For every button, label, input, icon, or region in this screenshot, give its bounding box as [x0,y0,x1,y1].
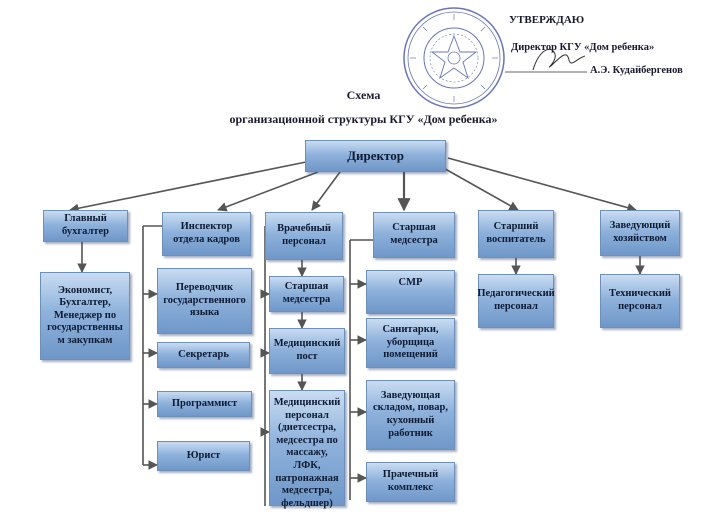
arrow-director-medical [311,171,341,211]
arrow-director-hr [217,171,319,212]
box-programmer: Программист [157,391,252,417]
box-translator: Переводчик государственного языка [157,268,252,334]
official-seal [403,7,505,109]
box-chief-accountant: Главный бухгалтер [43,210,128,242]
box-director: Директор [305,140,446,172]
box-senior-educator: Старший воспитатель [478,210,554,258]
box-medical-staff: Врачебный персонал [265,212,343,260]
box-head-nurse-a: Старшая медсестра [269,276,344,312]
approval-position: Директор КГУ «Дом ребенка» [511,42,655,53]
box-orderlies: Санитарки, уборщица помещений [366,318,455,368]
box-pedagogical: Педагогический персонал [477,274,555,328]
box-smr: СМР [366,270,455,314]
box-medical-post: Медицинский пост [269,328,345,374]
box-lawyer: Юрист [157,441,250,471]
arrow-director-housekeeping [447,157,637,213]
page-title: Схема [346,88,381,102]
approval-name: А.Э. Кудайбергенов [590,65,683,76]
arrow-director-educator [439,165,519,211]
box-secretary: Секретарь [157,342,250,368]
box-medical-personnel: Медицинский персонал (диетсестра, медсес… [269,390,345,509]
box-storekeeper: Заведующая складом, повар, кухонный рабо… [366,380,455,450]
box-technical: Технический персонал [600,274,680,328]
box-economist: Экономист, Бухгалтер, Менеджер по госуда… [40,272,130,360]
page-subtitle: организационной структуры КГУ «Дом ребен… [229,112,498,126]
approval-title: УТВЕРЖДАЮ [509,14,585,26]
box-head-nurse-b: Старшая медсестра [373,212,455,258]
arrow-director-accountant [69,161,307,213]
box-hr-inspector: Инспектор отдела кадров [162,212,251,256]
box-housekeeping-head: Заведующий хозяйством [600,210,680,256]
box-laundry: Прачечный комплекс [366,462,455,502]
signature [505,48,587,73]
